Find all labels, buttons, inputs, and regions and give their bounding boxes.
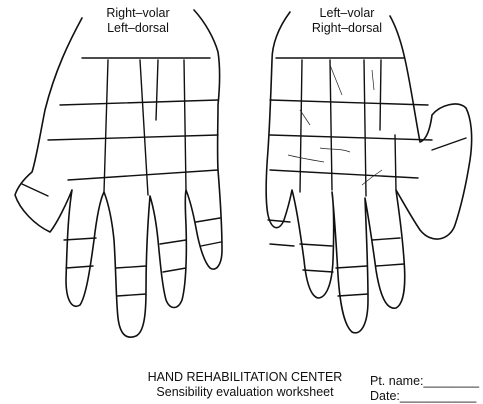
right-palm-grid (269, 57, 433, 197)
left-hand-drawing (14, 9, 223, 338)
right-hand-scribble-marks (287, 64, 383, 186)
patient-name-field[interactable]: Pt. name:________ (370, 374, 480, 388)
patient-info: Pt. name:________ Date:___________ (370, 374, 479, 404)
worksheet-footer: HAND REHABILITATION CENTER Sensibility e… (120, 370, 370, 400)
center-name: HAND REHABILITATION CENTER (147, 370, 343, 384)
right-hand-label-line1: Left–volar (319, 6, 375, 20)
left-hand-label-line2: Left–dorsal (107, 21, 169, 35)
left-hand-outline (14, 9, 223, 338)
right-hand-outline (265, 11, 473, 334)
right-hand-label-line2: Right–dorsal (311, 21, 383, 35)
left-palm-grid (47, 57, 219, 196)
left-finger-lines (21, 183, 222, 297)
left-hand-label: Right–volar Left–dorsal (83, 6, 193, 36)
right-finger-lines (267, 137, 467, 297)
left-hand-label-line1: Right–volar (106, 6, 170, 20)
right-hand-drawing (265, 11, 473, 334)
worksheet-title: Sensibility evaluation worksheet (156, 385, 334, 399)
date-field[interactable]: Date:___________ (370, 389, 477, 403)
right-hand-label: Left–volar Right–dorsal (292, 6, 402, 36)
